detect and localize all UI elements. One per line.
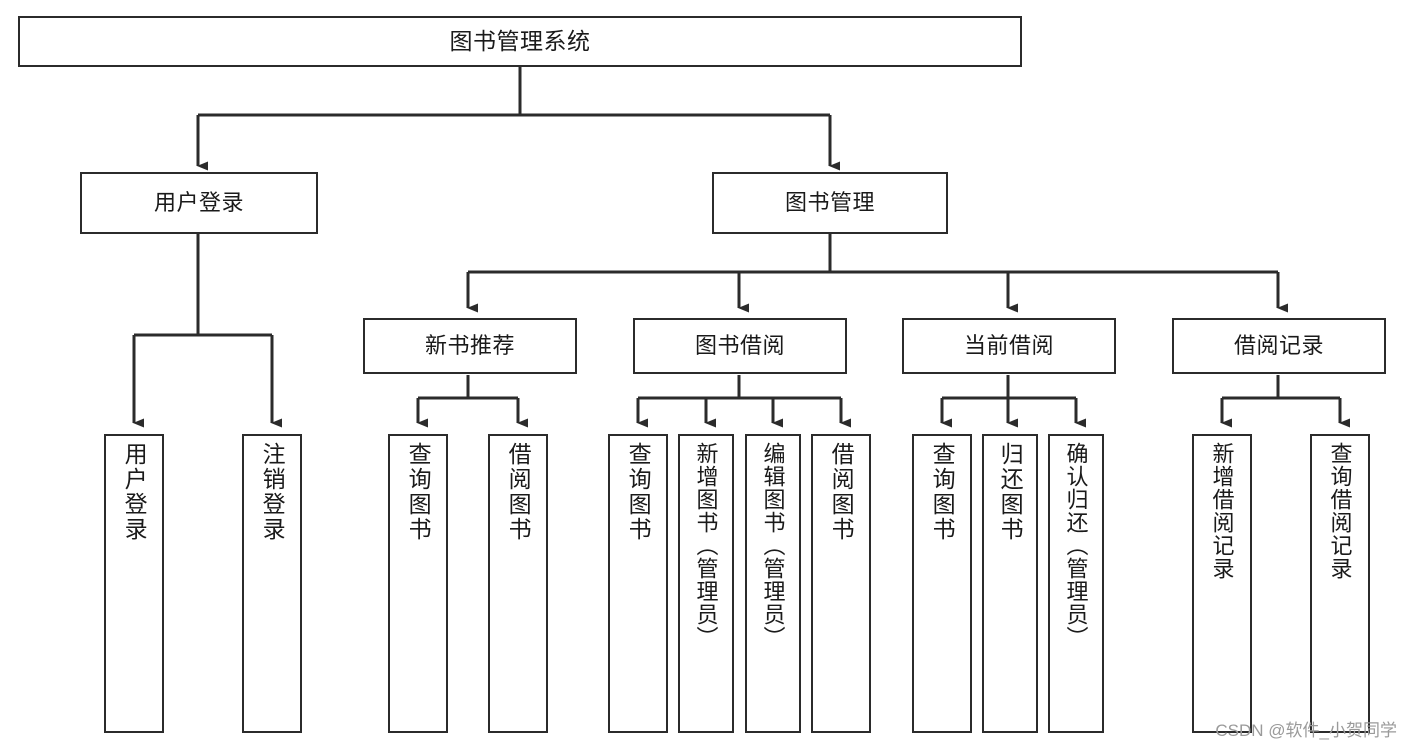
node-label: 当前借阅 — [963, 333, 1054, 359]
node-label: 借阅记录 — [1233, 333, 1324, 359]
node-label: 借阅图书 — [828, 442, 855, 542]
node-label: 新增图书（管理员） — [693, 442, 719, 649]
node-label: 确认归还（管理员） — [1063, 442, 1089, 649]
node-label: 查询图书 — [625, 442, 652, 542]
node-label: 查询图书 — [405, 442, 432, 542]
node-leaf-borrow-book[interactable]: 借阅图书 — [811, 434, 871, 733]
node-label: 图书管理系统 — [449, 27, 591, 54]
node-label: 查询借阅记录 — [1327, 442, 1353, 580]
node-label: 图书借阅 — [694, 333, 785, 359]
node-leaf-user-login[interactable]: 用户登录 — [104, 434, 164, 733]
node-label: 归还图书 — [997, 442, 1024, 542]
watermark-text: CSDN @软件_小贺同学 — [1215, 721, 1397, 740]
node-leaf-return-book[interactable]: 归还图书 — [982, 434, 1038, 733]
node-leaf-borrow-book-recommend[interactable]: 借阅图书 — [488, 434, 548, 733]
node-leaf-query-borrow-record[interactable]: 查询借阅记录 — [1310, 434, 1370, 733]
node-leaf-query-book-borrow[interactable]: 查询图书 — [608, 434, 668, 733]
node-leaf-add-borrow-record[interactable]: 新增借阅记录 — [1192, 434, 1252, 733]
node-label: 新增借阅记录 — [1209, 442, 1235, 580]
node-label: 图书管理 — [784, 190, 875, 216]
node-leaf-query-book-recommend[interactable]: 查询图书 — [388, 434, 448, 733]
node-leaf-edit-book-admin[interactable]: 编辑图书（管理员） — [745, 434, 801, 733]
node-label: 查询图书 — [929, 442, 956, 542]
node-root-system[interactable]: 图书管理系统 — [18, 16, 1022, 67]
node-current-borrow[interactable]: 当前借阅 — [902, 318, 1116, 374]
node-user-login[interactable]: 用户登录 — [80, 172, 318, 234]
node-label: 注销登录 — [259, 442, 286, 542]
node-label: 用户登录 — [121, 442, 148, 542]
node-book-borrow[interactable]: 图书借阅 — [633, 318, 847, 374]
node-label: 编辑图书（管理员） — [760, 442, 786, 649]
node-borrow-record[interactable]: 借阅记录 — [1172, 318, 1386, 374]
node-leaf-add-book-admin[interactable]: 新增图书（管理员） — [678, 434, 734, 733]
node-book-management[interactable]: 图书管理 — [712, 172, 948, 234]
node-leaf-logout[interactable]: 注销登录 — [242, 434, 302, 733]
node-label: 新书推荐 — [424, 333, 515, 359]
node-label: 用户登录 — [153, 190, 244, 216]
node-leaf-confirm-return-admin[interactable]: 确认归还（管理员） — [1048, 434, 1104, 733]
node-new-book-recommend[interactable]: 新书推荐 — [363, 318, 577, 374]
node-label: 借阅图书 — [505, 442, 532, 542]
node-leaf-query-book-current[interactable]: 查询图书 — [912, 434, 972, 733]
